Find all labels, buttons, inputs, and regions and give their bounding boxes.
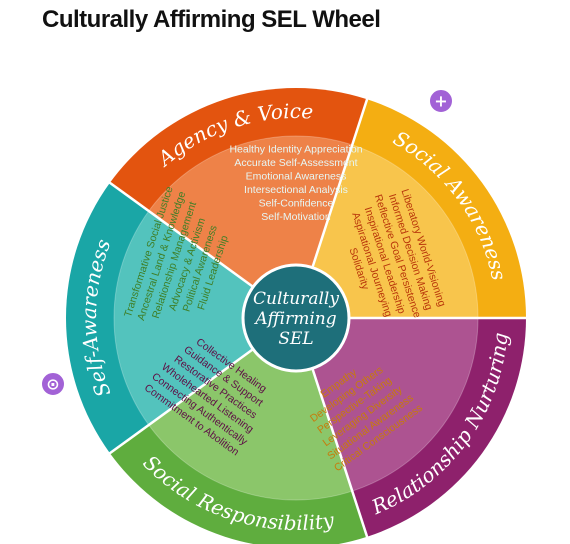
segment-self-awareness-item: Accurate Self-Assessment xyxy=(234,157,357,169)
segment-self-awareness-item: Intersectional Analysis xyxy=(244,184,348,196)
eye-icon: ⊙ xyxy=(46,375,59,394)
add-icon: + xyxy=(434,92,447,111)
segment-divider xyxy=(108,348,254,455)
segment-self-awareness-item: Emotional Awareness xyxy=(246,170,347,182)
center-label-line: SEL xyxy=(278,329,313,349)
segment-self-awareness-item: Healthy Identity Appreciation xyxy=(229,143,362,155)
page-title: Culturally Affirming SEL Wheel xyxy=(42,6,381,33)
badge-buttons: +⊙ xyxy=(40,88,454,397)
segment-self-awareness-item: Self-Confidence xyxy=(259,197,334,209)
center-label-line: Culturally xyxy=(253,289,339,309)
segment-self-awareness-inner xyxy=(113,211,296,425)
eye-button[interactable]: ⊙ xyxy=(40,371,66,397)
add-button[interactable]: + xyxy=(428,88,454,114)
segment-dividers xyxy=(108,97,527,539)
segment-relationship-nurturing-inner xyxy=(296,318,478,492)
add-icon-bg xyxy=(428,88,454,114)
segment-divider xyxy=(311,97,369,268)
segment-divider xyxy=(311,368,369,539)
segment-social-awareness-inner xyxy=(296,144,478,318)
center-circle xyxy=(241,263,351,373)
center-label-line: Affirming xyxy=(253,309,336,329)
segment-divider xyxy=(108,181,254,288)
segment-self-awareness-item: Self-Motivation xyxy=(261,211,331,223)
wheel-segments xyxy=(66,87,526,544)
eye-icon-bg xyxy=(40,371,66,397)
inner-ring-boundary xyxy=(113,135,479,501)
